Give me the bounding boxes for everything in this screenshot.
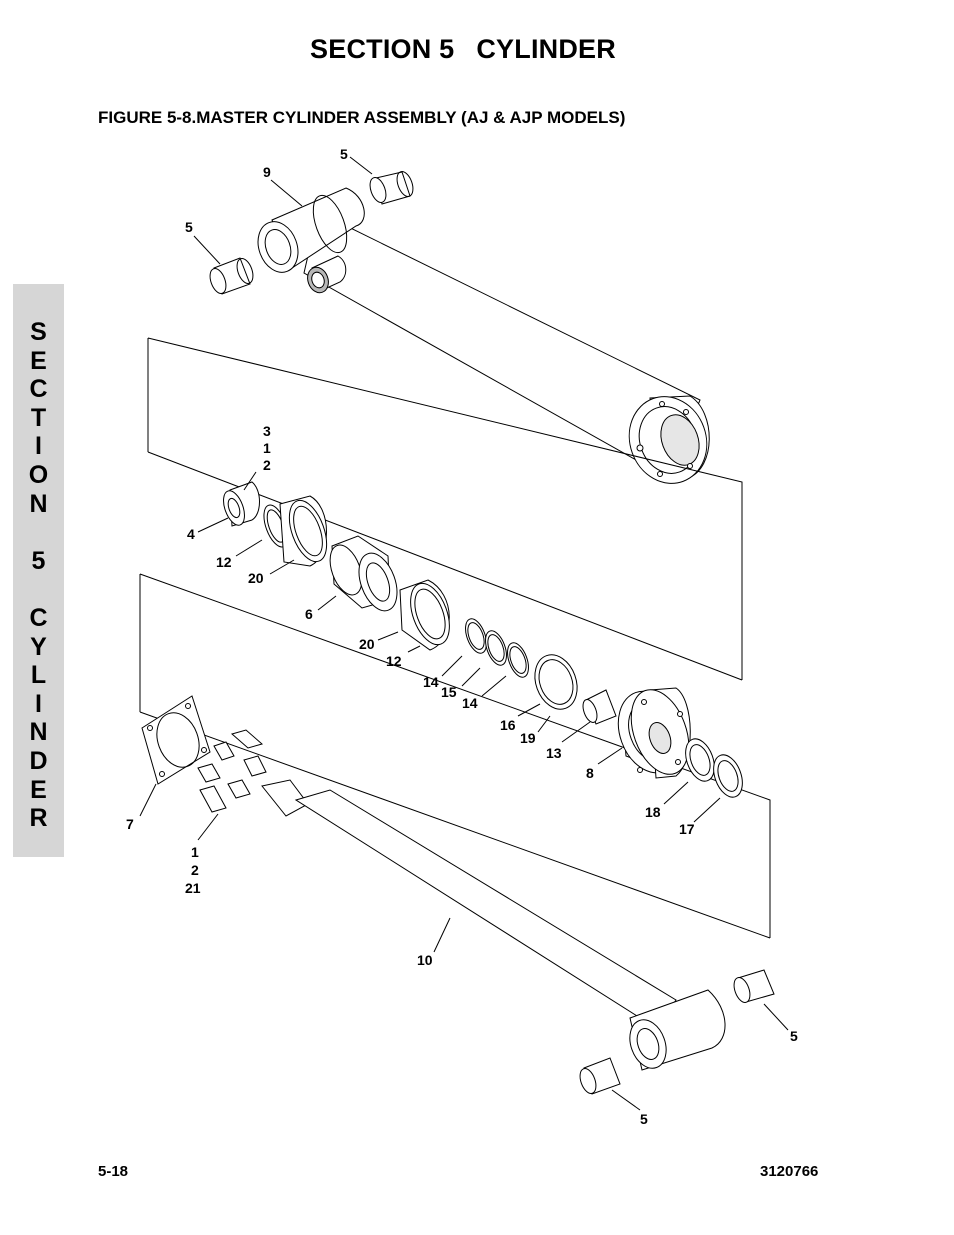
side-tab-letter: T [30,403,47,432]
callout-5-bottom-right: 5 [790,1028,798,1044]
side-tab-letter: R [29,804,48,833]
nut-part [223,481,260,527]
callout-bolts-21: 21 [185,880,201,896]
bushing-top-right [369,171,414,205]
side-tab-letter: S [30,318,47,346]
side-tab-letter: I [35,432,42,461]
callout-14-b: 14 [462,695,478,711]
callout-17: 17 [679,821,695,837]
document-number: 3120766 [760,1163,819,1180]
bolts-part [197,729,267,813]
section-topic: CYLINDER [476,34,616,64]
lower-bound-plane [139,573,771,939]
page-number: 5-18 [98,1163,129,1180]
side-tab-letter: L [30,661,47,690]
side-tab-letter: N [29,718,48,747]
callout-13: 13 [546,745,562,761]
callout-5-top-right: 5 [340,146,348,162]
page-header: SECTION 5 CYLINDER [0,34,926,65]
callout-nut-stack-2: 1 [263,440,271,456]
oring-part [485,630,507,666]
side-tab-letter: 5 [31,546,46,575]
callout-9: 9 [263,164,271,180]
side-tab-letter: I [35,689,42,718]
callout-20-right: 20 [359,636,375,652]
callout-nut-stack-1: 3 [263,423,271,439]
seal-right [399,579,450,651]
flange-part [141,695,211,785]
callout-5-top-left: 5 [185,219,193,235]
backup-ring-a [465,618,487,654]
callout-nut-stack-3: 2 [263,457,271,473]
callout-4: 4 [187,526,195,542]
callout-bolts-1: 1 [191,844,199,860]
callout-16: 16 [500,717,516,733]
leader-lines [139,156,789,1111]
callout-12-left: 12 [216,554,232,570]
rod-seal-part [534,654,578,710]
wiper-part [713,754,743,798]
callout-20-left: 20 [248,570,264,586]
side-tab-letter: N [29,489,48,518]
piston-part [329,535,398,612]
barrel-part [257,187,710,484]
head-oring-part [685,738,715,782]
bushing-bottom-right [733,969,775,1003]
rod-part [261,779,726,1071]
side-tab-letter: O [28,460,49,489]
side-tab-letter: E [30,775,47,804]
callout-bolts-2: 2 [191,862,199,878]
side-tab-letter: D [29,746,48,775]
callout-10: 10 [417,952,433,968]
callout-18: 18 [645,804,661,820]
callout-14-a: 14 [423,674,439,690]
backup-ring-b [507,642,529,678]
callout-8: 8 [586,765,594,781]
bushing-bottom-left [579,1057,621,1095]
side-tab-letter: C [29,375,48,404]
section-label: SECTION 5 [310,34,455,64]
head-part [617,687,691,779]
side-tab-letter: C [29,603,48,632]
figure-title: FIGURE 5-8.MASTER CYLINDER ASSEMBLY (AJ … [98,108,626,127]
side-tab-letter: E [30,346,47,375]
callout-15: 15 [441,684,457,700]
seal-left [279,495,328,567]
callout-12-right: 12 [386,653,402,669]
callout-7: 7 [126,816,134,832]
callout-6: 6 [305,606,313,622]
callout-5-bottom-left: 5 [640,1111,648,1127]
rod-bushing-part [582,689,617,725]
bushing-top-left [209,257,254,295]
side-tab-letter: Y [30,632,47,661]
callout-19: 19 [520,730,536,746]
